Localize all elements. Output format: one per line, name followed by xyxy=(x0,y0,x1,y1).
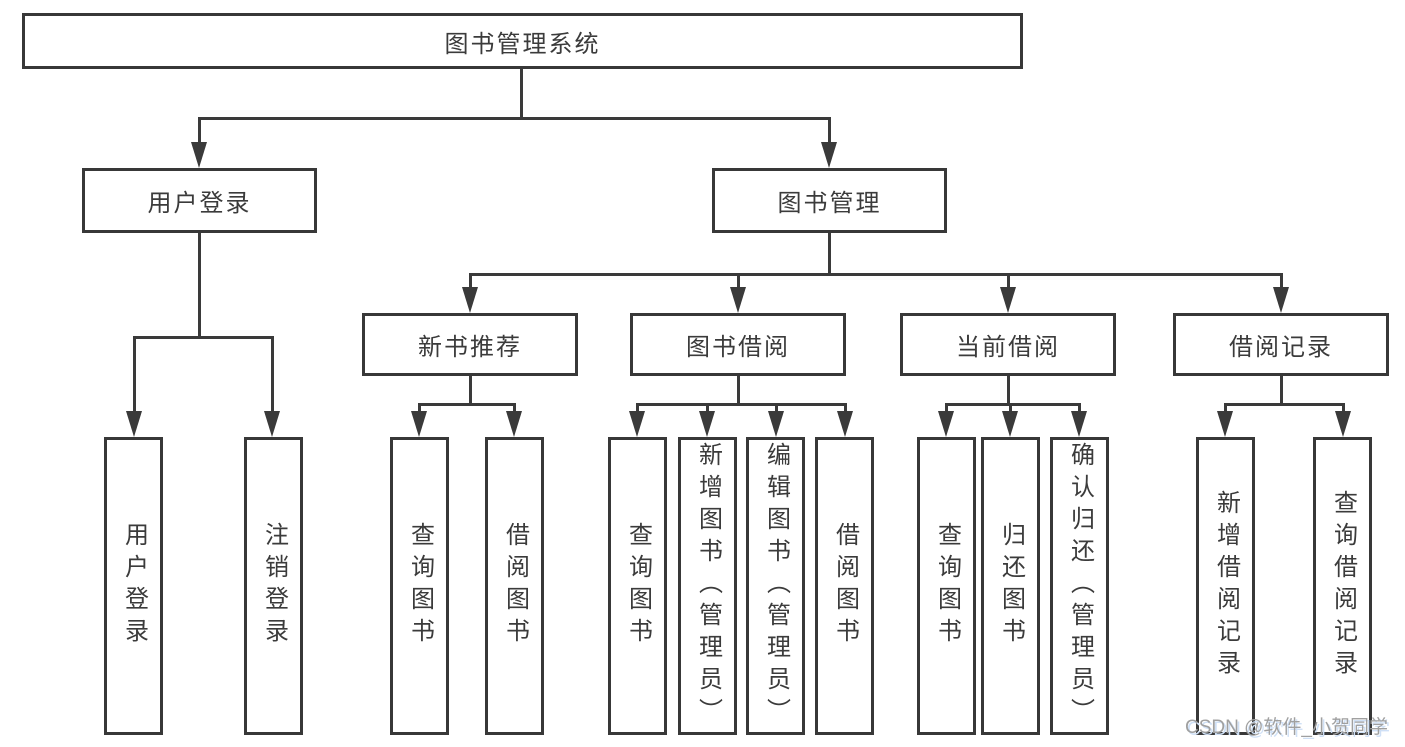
arrowhead-icon xyxy=(264,411,280,437)
leaf-borrow-books-label: 借阅图书 xyxy=(831,522,859,650)
connector-line xyxy=(1077,403,1081,415)
leaf-edit-books-admin: 编辑图书（管理员） xyxy=(746,437,805,735)
connector-line xyxy=(827,117,831,145)
node-book-management-label: 图书管理 xyxy=(777,190,882,217)
connector-line xyxy=(468,376,472,406)
connector-line xyxy=(736,273,740,291)
leaf-recommend-query-books-label: 查询图书 xyxy=(406,522,434,650)
leaf-borrow-query-books-label: 查询图书 xyxy=(624,522,652,650)
leaf-recommend-borrow-books: 借阅图书 xyxy=(485,437,544,735)
arrowhead-icon xyxy=(730,287,746,313)
node-book-borrow-label: 图书借阅 xyxy=(686,334,790,361)
node-user-login-label: 用户登录 xyxy=(147,190,252,217)
connector-line xyxy=(132,336,136,413)
arrowhead-icon xyxy=(768,411,784,437)
connector-line xyxy=(197,117,201,145)
arrowhead-icon xyxy=(1000,287,1016,313)
arrowhead-icon xyxy=(1335,411,1351,437)
arrowhead-icon xyxy=(938,411,954,437)
node-borrow-records-label: 借阅记录 xyxy=(1229,334,1333,361)
node-new-book-recommend: 新书推荐 xyxy=(362,313,578,376)
arrowhead-icon xyxy=(1071,411,1087,437)
leaf-user-login: 用户登录 xyxy=(104,437,163,735)
connector-line xyxy=(736,376,740,406)
connector-line xyxy=(705,403,709,415)
node-book-borrow: 图书借阅 xyxy=(630,313,846,376)
node-new-book-recommend-label: 新书推荐 xyxy=(418,334,522,361)
connector-line xyxy=(945,403,1080,406)
leaf-return-books: 归还图书 xyxy=(981,437,1040,735)
leaf-edit-books-admin-label: 编辑图书（管理员） xyxy=(762,442,790,730)
arrowhead-icon xyxy=(1273,287,1289,313)
connector-line xyxy=(468,273,472,291)
leaf-borrow-books: 借阅图书 xyxy=(815,437,874,735)
leaf-confirm-return-admin-label: 确认归还（管理员） xyxy=(1066,442,1094,730)
connector-line xyxy=(1341,403,1345,415)
connector-line xyxy=(1006,376,1010,406)
connector-line xyxy=(270,336,274,413)
node-root: 图书管理系统 xyxy=(22,13,1023,69)
arrowhead-icon xyxy=(837,411,853,437)
node-current-borrow-label: 当前借阅 xyxy=(956,334,1060,361)
connector-line xyxy=(774,403,778,415)
connector-line xyxy=(635,403,639,415)
connector-line xyxy=(1008,403,1012,415)
arrowhead-icon xyxy=(1002,411,1018,437)
node-borrow-records: 借阅记录 xyxy=(1173,313,1389,376)
connector-line xyxy=(469,273,1282,276)
connector-line xyxy=(827,233,831,276)
arrowhead-icon xyxy=(411,411,427,437)
leaf-query-borrow-record-label: 查询借阅记录 xyxy=(1329,490,1357,682)
connector-line xyxy=(1006,273,1010,291)
connector-line xyxy=(197,233,201,338)
connector-line xyxy=(944,403,948,415)
connector-line xyxy=(1224,403,1344,406)
leaf-current-query-books: 查询图书 xyxy=(917,437,976,735)
leaf-add-borrow-record: 新增借阅记录 xyxy=(1196,437,1255,735)
connector-line xyxy=(1223,403,1227,415)
node-current-borrow: 当前借阅 xyxy=(900,313,1116,376)
leaf-add-books-admin: 新增图书（管理员） xyxy=(678,437,737,735)
arrowhead-icon xyxy=(699,411,715,437)
connector-line xyxy=(512,403,516,415)
node-book-management: 图书管理 xyxy=(712,168,947,233)
connector-line xyxy=(133,336,274,339)
connector-line xyxy=(519,69,523,119)
connector-line xyxy=(636,403,846,406)
arrowhead-icon xyxy=(126,411,142,437)
connector-line xyxy=(1279,273,1283,291)
leaf-logout: 注销登录 xyxy=(244,437,303,735)
leaf-add-borrow-record-label: 新增借阅记录 xyxy=(1212,490,1240,682)
connector-line xyxy=(1279,376,1283,406)
leaf-current-query-books-label: 查询图书 xyxy=(933,522,961,650)
connector-line xyxy=(418,403,516,406)
leaf-recommend-query-books: 查询图书 xyxy=(390,437,449,735)
arrowhead-icon xyxy=(191,142,207,168)
connector-line xyxy=(843,403,847,415)
leaf-query-borrow-record: 查询借阅记录 xyxy=(1313,437,1372,735)
arrowhead-icon xyxy=(462,287,478,313)
leaf-borrow-query-books: 查询图书 xyxy=(608,437,667,735)
leaf-user-login-label: 用户登录 xyxy=(120,522,148,650)
leaf-return-books-label: 归还图书 xyxy=(997,522,1025,650)
connector-line xyxy=(417,403,421,415)
leaf-confirm-return-admin: 确认归还（管理员） xyxy=(1050,437,1109,735)
arrowhead-icon xyxy=(506,411,522,437)
arrowhead-icon xyxy=(629,411,645,437)
arrowhead-icon xyxy=(821,142,837,168)
connector-line xyxy=(198,117,831,120)
leaf-logout-label: 注销登录 xyxy=(260,522,288,650)
leaf-recommend-borrow-books-label: 借阅图书 xyxy=(501,522,529,650)
watermark: CSDN @软件_小贺同学 xyxy=(1185,717,1388,738)
node-user-login: 用户登录 xyxy=(82,168,317,233)
leaf-add-books-admin-label: 新增图书（管理员） xyxy=(694,442,722,730)
arrowhead-icon xyxy=(1217,411,1233,437)
node-root-label: 图书管理系统 xyxy=(444,30,601,58)
